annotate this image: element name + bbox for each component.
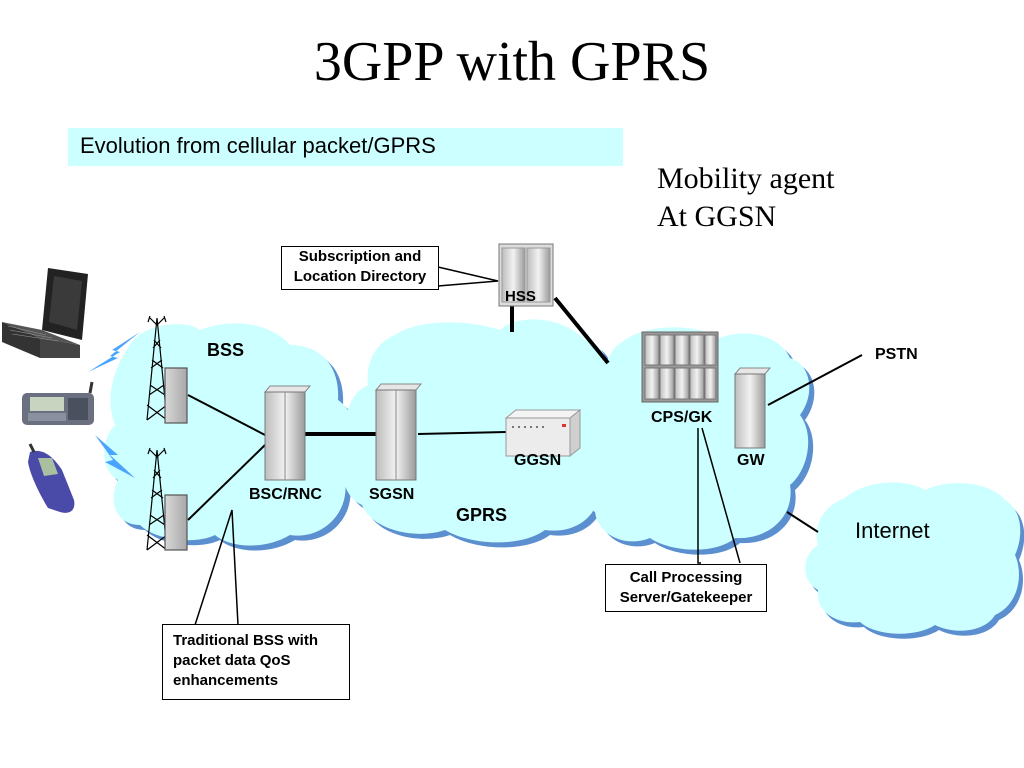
cps-callout-line-2: Server/Gatekeeper [619, 589, 753, 606]
gprs-label: GPRS [456, 505, 508, 525]
bss-callout-line-1: Traditional BSS with [173, 632, 319, 649]
subtitle-text: Evolution from cellular packet/GPRS [80, 133, 436, 158]
bsc-rnc-label: BSC/RNC [249, 486, 322, 503]
hss-label: HSS [505, 288, 536, 305]
subtitle-banner: Evolution from cellular packet/GPRS [68, 128, 623, 166]
internet-label: Internet [855, 518, 930, 543]
hss-server-icon [498, 243, 554, 307]
page-title: 3GPP with GPRS [313, 31, 711, 93]
note-line-2: At GGSN [657, 200, 777, 233]
wireless-signal-icon [88, 332, 140, 478]
bss-callout: Traditional BSS with packet data QoS enh… [162, 624, 350, 700]
gw-server-icon [733, 367, 772, 449]
hss-callout: Subscription and Location Directory [281, 246, 439, 290]
hss-callout-line-1: Subscription and [298, 248, 422, 265]
cps-gk-label: CPS/GK [651, 409, 713, 426]
gw-label: GW [737, 452, 765, 469]
ggsn-label: GGSN [514, 452, 562, 469]
connections [187, 266, 863, 626]
pstn-label: PSTN [875, 346, 918, 363]
bss-callout-line-2: packet data QoS [173, 652, 291, 669]
sgsn-label: SGSN [369, 486, 415, 503]
mobile-phone-icon [28, 443, 75, 513]
cps-callout-line-1: Call Processing [629, 569, 743, 586]
sgsn-server-icon [374, 383, 423, 481]
cps-gk-server-icon [641, 331, 719, 403]
bss-label: BSS [207, 340, 245, 360]
bsc-rnc-server-icon [263, 385, 312, 481]
radio-tower-icon [146, 315, 188, 424]
handheld-communicator-icon [22, 381, 94, 425]
bss-callout-line-3: enhancements [173, 672, 279, 689]
hss-callout-line-2: Location Directory [293, 268, 427, 285]
internet-cloud [805, 482, 1024, 639]
laptop-icon [2, 268, 88, 358]
ggsn-router-icon [504, 408, 582, 458]
cps-callout: Call Processing Server/Gatekeeper [605, 564, 767, 612]
mobility-agent-note: Mobility agent At GGSN [657, 160, 834, 236]
radio-tower-icon [146, 447, 188, 551]
note-line-1: Mobility agent [657, 162, 835, 195]
gprs-cloud [343, 319, 618, 548]
